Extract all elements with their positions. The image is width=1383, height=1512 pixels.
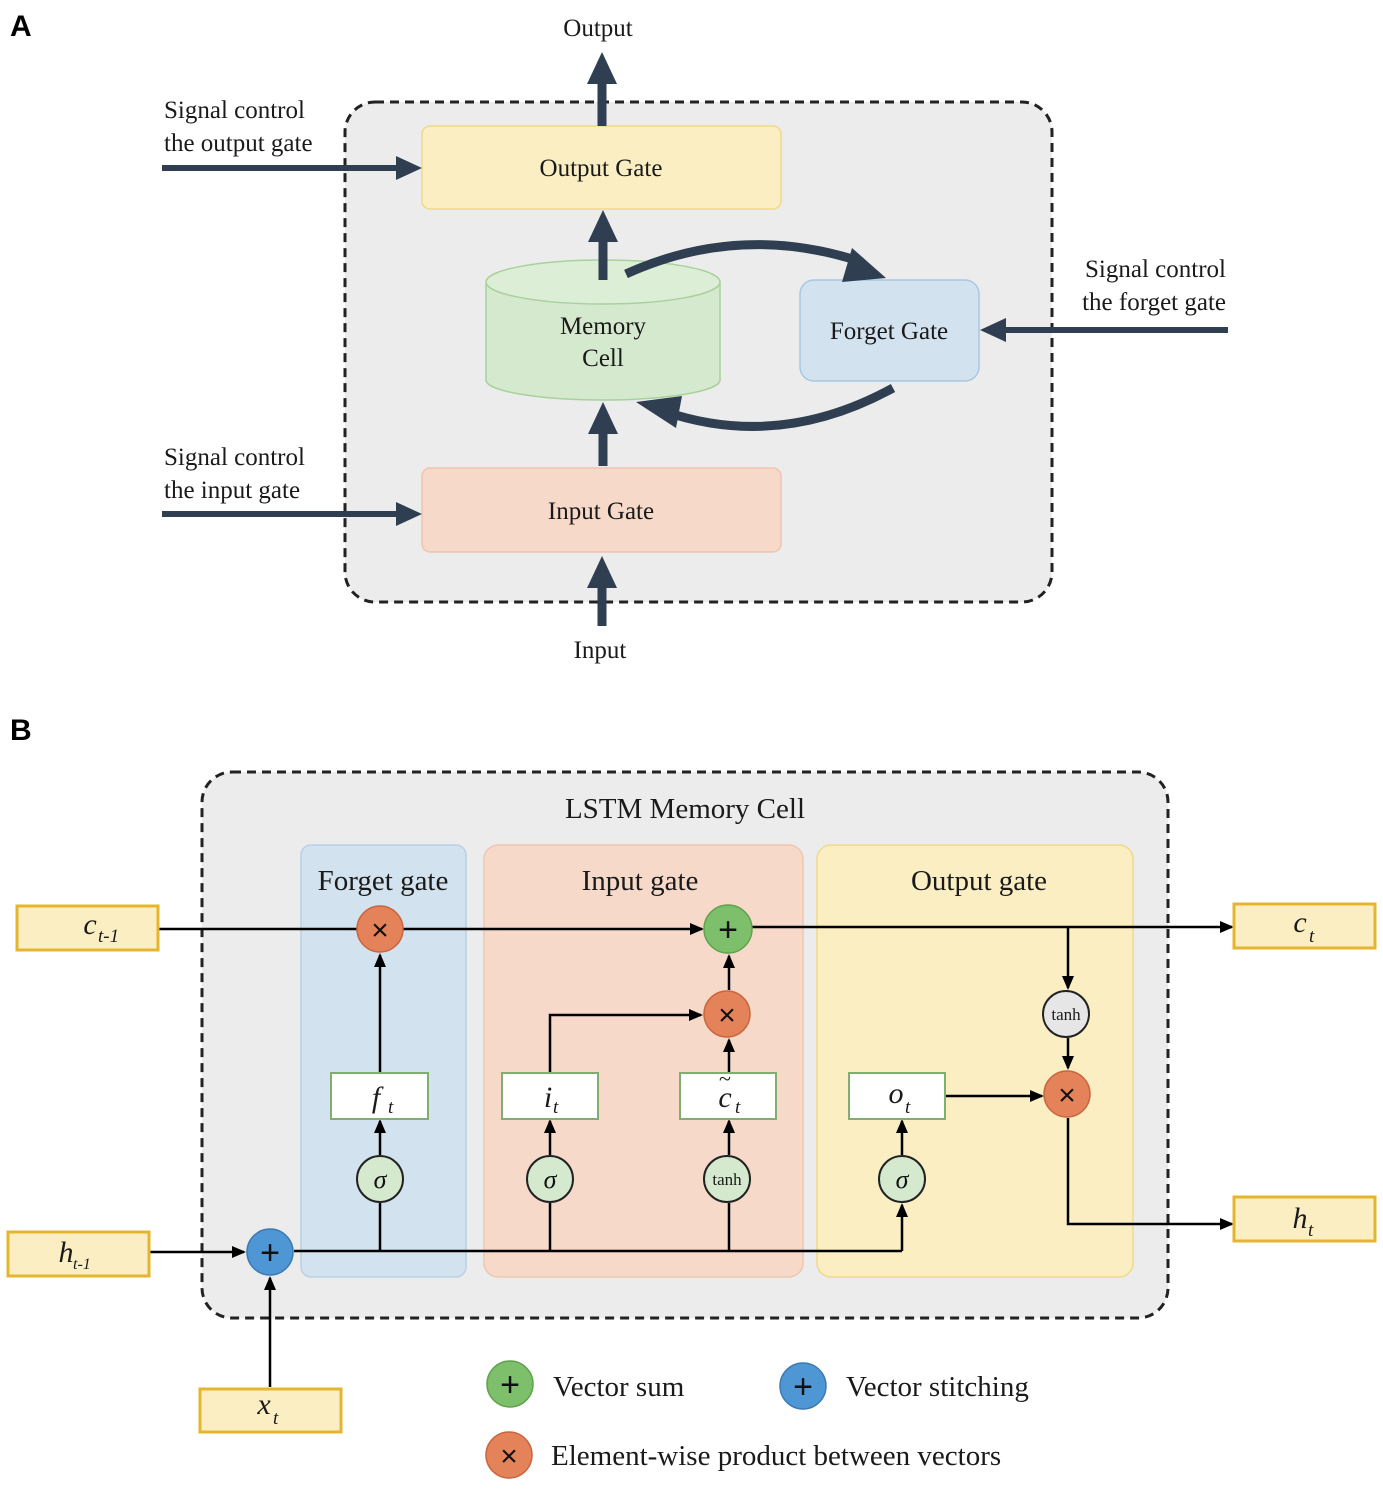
svg-text:t: t	[553, 1097, 559, 1118]
memory-cell-cylinder: Memory Cell	[485, 259, 721, 401]
svg-text:σ: σ	[544, 1165, 558, 1194]
svg-text:t: t	[1308, 1220, 1314, 1241]
svg-text:h: h	[1293, 1202, 1308, 1235]
c-tilde-box: ~ c t	[679, 1066, 777, 1120]
legend-sum-icon: +	[486, 1360, 534, 1408]
candidate-tanh-op: tanh	[703, 1155, 751, 1203]
legend-elementwise: Element-wise product between vectors	[551, 1440, 1001, 1472]
svg-text:×: ×	[1058, 1079, 1076, 1112]
forget-gate-title: Forget gate	[318, 865, 449, 897]
output-product-op: ×	[1043, 1070, 1091, 1118]
panel-a: A Output Input Output Gate Input Gate Fo…	[10, 10, 1228, 664]
svg-text:tanh: tanh	[1051, 1005, 1081, 1024]
c-prev-box: c t-1	[15, 904, 160, 952]
panel-a-letter: A	[10, 10, 32, 43]
panel-b-letter: B	[10, 714, 32, 747]
svg-text:~: ~	[719, 1066, 731, 1091]
input-gate-region	[483, 844, 804, 1278]
h-t-box: h t	[1232, 1195, 1377, 1243]
output-gate-label: Output Gate	[540, 155, 663, 182]
svg-text:h: h	[59, 1236, 74, 1269]
c-t-box: c t	[1232, 902, 1377, 950]
svg-text:×: ×	[718, 999, 736, 1032]
legend-product-icon: ×	[485, 1431, 533, 1479]
svg-text:+: +	[718, 911, 738, 949]
signal-forget-line-1: Signal control	[1085, 256, 1226, 283]
i-t-box: i t	[501, 1072, 599, 1120]
svg-text:+: +	[500, 1366, 520, 1404]
signal-output-line-2: the output gate	[164, 130, 313, 157]
legend: + Vector sum + Vector stitching × Elemen…	[485, 1360, 1029, 1479]
svg-text:c: c	[1293, 906, 1306, 939]
svg-text:c: c	[83, 908, 96, 941]
svg-text:tanh: tanh	[712, 1170, 742, 1189]
svg-text:o: o	[889, 1077, 904, 1110]
svg-text:t-1: t-1	[73, 1256, 91, 1273]
output-label: Output	[563, 15, 633, 42]
svg-text:+: +	[793, 1368, 813, 1406]
svg-text:×: ×	[500, 1440, 518, 1473]
svg-text:t-1: t-1	[98, 926, 119, 947]
o-t-box: o t	[848, 1072, 946, 1120]
forget-gate-label: Forget Gate	[830, 318, 948, 345]
output-gate-region	[816, 844, 1134, 1278]
signal-input-line-1: Signal control	[164, 444, 305, 471]
svg-text:x: x	[256, 1388, 271, 1421]
svg-text:t: t	[1309, 926, 1315, 947]
legend-vector-stitching: Vector stitching	[846, 1371, 1029, 1403]
forget-gate-region	[300, 844, 467, 1278]
cell-sum-op: +	[703, 904, 753, 954]
svg-text:c: c	[718, 1081, 731, 1114]
memory-cell-label-2: Cell	[582, 345, 624, 372]
svg-text:t: t	[273, 1408, 279, 1429]
arrow-forget-to-memory	[664, 384, 896, 431]
stitch-op: +	[246, 1228, 294, 1276]
arrow-memory-to-forget	[624, 240, 864, 279]
output-sigma-op: σ	[878, 1155, 926, 1203]
output-gate-title: Output gate	[911, 865, 1047, 897]
signal-output-line-1: Signal control	[164, 97, 305, 124]
input-gate-label: Input Gate	[548, 498, 654, 525]
signal-forget-line-2: the forget gate	[1082, 289, 1226, 316]
legend-vector-sum: Vector sum	[553, 1371, 685, 1403]
input-sigma-op: σ	[526, 1155, 574, 1203]
svg-text:+: +	[260, 1234, 280, 1272]
lstm-title: LSTM Memory Cell	[565, 793, 805, 825]
input-label: Input	[574, 637, 627, 664]
svg-text:×: ×	[371, 914, 389, 947]
panel-b-lines	[149, 921, 1234, 1387]
panel-b: B LSTM Memory Cell Forget gate Input gat…	[6, 714, 1377, 1479]
input-product-op: ×	[703, 990, 751, 1038]
f-t-box: f t	[330, 1072, 429, 1120]
svg-text:t: t	[388, 1097, 394, 1118]
input-gate-title: Input gate	[582, 865, 699, 897]
svg-text:t: t	[905, 1097, 911, 1118]
input-gate-box	[421, 467, 782, 553]
svg-text:σ: σ	[896, 1165, 910, 1194]
output-tanh-op: tanh	[1042, 990, 1090, 1038]
x-t-box: x t	[198, 1387, 343, 1434]
panel-a-arrows	[162, 52, 1228, 626]
svg-text:i: i	[544, 1081, 552, 1114]
forget-product-op: ×	[356, 905, 404, 953]
svg-text:t: t	[735, 1097, 741, 1118]
svg-text:σ: σ	[374, 1165, 388, 1194]
forget-gate-box	[799, 279, 980, 382]
h-prev-box: h t-1	[6, 1230, 151, 1278]
memory-cell-label-1: Memory	[560, 313, 647, 340]
forget-sigma-op: σ	[356, 1155, 404, 1203]
signal-input-line-2: the input gate	[164, 477, 300, 504]
legend-stitch-icon: +	[779, 1362, 827, 1410]
